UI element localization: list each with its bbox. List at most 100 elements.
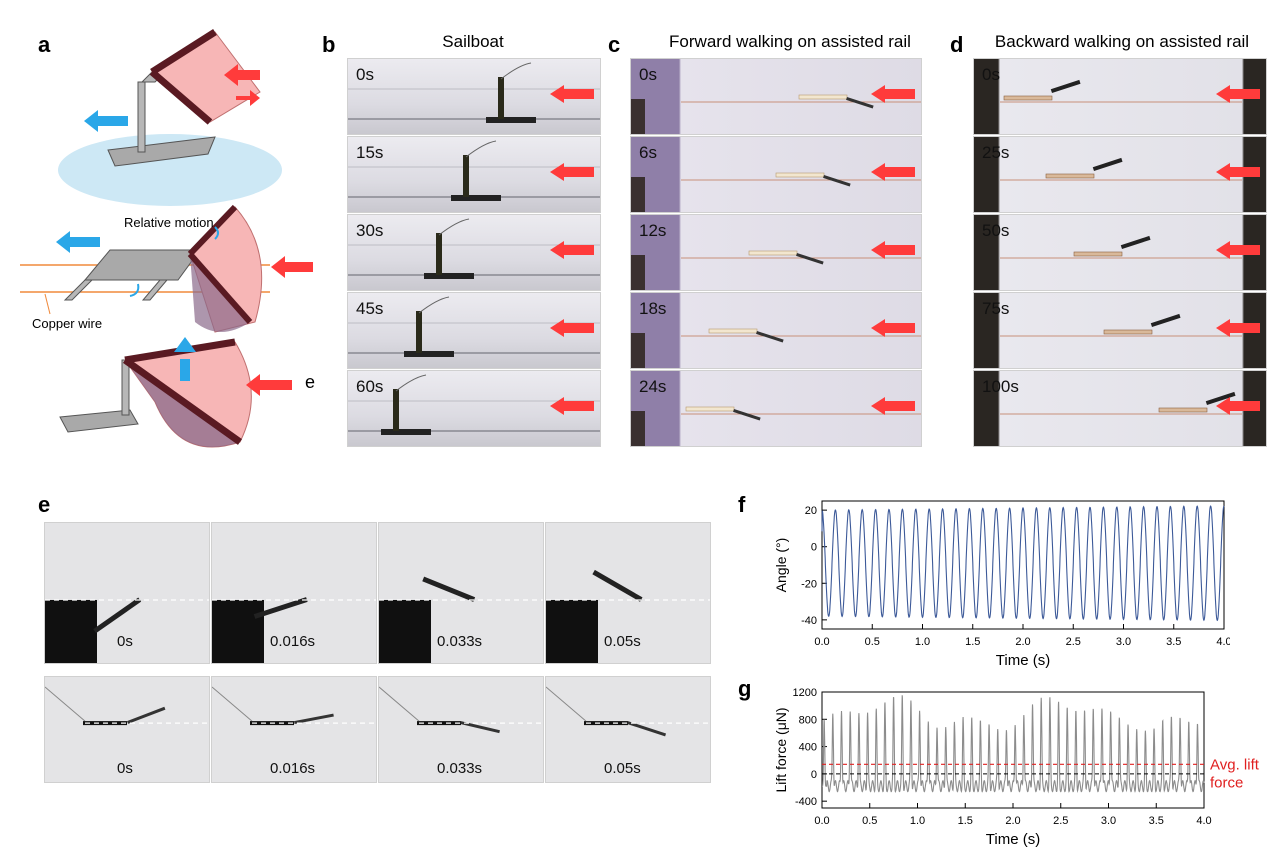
panel-label-b: b	[322, 32, 336, 57]
video-frame: 6s	[630, 136, 922, 213]
x-tick-label: 1.0	[910, 815, 925, 827]
panel-label-g: g	[738, 676, 752, 701]
copper-wire-pointer	[44, 293, 51, 315]
copper-wire-label: Copper wire	[32, 316, 103, 331]
air-flow-arrow	[550, 319, 594, 342]
relative-motion-arrow	[129, 283, 140, 297]
panel-label-a: a	[38, 32, 51, 57]
x-tick-label: 4.0	[1196, 815, 1211, 827]
high-speed-frame: 0s	[44, 522, 210, 664]
air-flow-arrow	[871, 319, 915, 342]
air-flow-arrow	[1216, 163, 1260, 186]
sail-frame	[150, 29, 217, 75]
plot-frame	[821, 500, 1225, 630]
x-tick-label: 1.0	[915, 636, 930, 648]
air-flow-arrow	[871, 85, 915, 108]
walker-body	[83, 249, 201, 281]
x-axis-label: Time (s)	[996, 652, 1050, 669]
panel-a-sketches	[20, 29, 313, 448]
video-frame: 25s	[973, 136, 1267, 213]
video-frame: 75s	[973, 292, 1267, 369]
series-line	[821, 695, 1205, 794]
wing-frame	[122, 357, 243, 445]
panel-label-c: c	[608, 32, 621, 57]
frame-time-label: 0s	[639, 65, 657, 84]
video-frame: 12s	[630, 214, 922, 291]
y-tick-label: -400	[795, 796, 817, 808]
x-tick-label: 3.5	[1149, 815, 1164, 827]
average-label: Avg. lift	[1210, 756, 1260, 773]
video-frame: 18s	[630, 292, 922, 369]
boat-mast	[137, 81, 146, 153]
walker-leg	[63, 279, 94, 301]
video-frame: 15s	[347, 136, 601, 213]
frame-time-label: 30s	[356, 221, 384, 240]
high-speed-frame: 0.016s	[211, 522, 377, 664]
y-tick-label: -20	[801, 578, 817, 590]
air-flow-arrow	[1216, 241, 1260, 264]
frame-time-label: 0.05s	[604, 760, 641, 777]
y-axis-label: Lift force (μN)	[773, 707, 789, 792]
x-tick-label: 0.0	[814, 636, 829, 648]
x-tick-label: 1.5	[965, 636, 980, 648]
frame-time-label: 0.016s	[270, 633, 316, 650]
air-arrow	[224, 64, 260, 86]
air-flow-arrow	[1216, 319, 1260, 342]
high-speed-frame: 0.016s	[211, 676, 377, 783]
air-flow-arrow	[550, 85, 594, 108]
frame-time-label: 12s	[639, 221, 667, 240]
video-frame: 24s	[630, 370, 922, 447]
sail-frame	[149, 69, 213, 125]
relative-motion-label: Relative motion	[124, 215, 214, 230]
frame-time-label: 18s	[639, 299, 667, 318]
relative-motion-arrow	[214, 226, 219, 240]
lift-arrow	[174, 337, 196, 381]
frame-time-label: 24s	[639, 377, 667, 396]
y-tick-label: -40	[801, 615, 817, 627]
stand-base	[59, 409, 139, 433]
x-tick-label: 0.5	[865, 636, 880, 648]
video-frame: 50s	[973, 214, 1267, 291]
x-tick-label: 2.5	[1053, 815, 1068, 827]
air-flow-arrow	[1216, 397, 1260, 420]
x-tick-label: 3.0	[1101, 815, 1116, 827]
motion-arrow	[56, 231, 100, 253]
high-speed-frame: 0.033s	[378, 522, 544, 664]
y-tick-label: 400	[799, 742, 817, 754]
wing-frame	[187, 252, 253, 324]
x-axis-label: Time (s)	[986, 831, 1040, 848]
frame-time-label: 6s	[639, 143, 657, 162]
frame-time-label: 75s	[982, 299, 1010, 318]
video-frame: 0s	[347, 58, 601, 135]
x-tick-label: 0.5	[862, 815, 877, 827]
average-label: force	[1210, 774, 1243, 791]
video-frame: 0s	[973, 58, 1267, 135]
video-frame: 45s	[347, 292, 601, 369]
panel-c-title: Forward walking on assisted rail	[669, 32, 911, 51]
air-arrow	[246, 374, 292, 396]
frame-time-label: 0.05s	[604, 633, 641, 650]
frame-time-label: 0s	[982, 65, 1000, 84]
high-speed-frame: 0.05s	[545, 676, 711, 783]
panel-d-title: Backward walking on assisted rail	[994, 32, 1250, 51]
stand-post	[121, 359, 130, 416]
x-tick-label: 3.5	[1166, 636, 1181, 648]
high-speed-frame: 0s	[44, 676, 210, 783]
x-tick-label: 0.0	[814, 815, 829, 827]
y-tick-label: 800	[799, 714, 817, 726]
air-flow-arrow	[871, 397, 915, 420]
high-speed-frame: 0.05s	[545, 522, 711, 664]
frame-time-label: 0.033s	[437, 760, 483, 777]
panel-label-d: d	[950, 32, 964, 57]
boat-hull	[107, 136, 216, 167]
frame-time-label: 0.016s	[270, 760, 316, 777]
y-tick-label: 20	[805, 505, 817, 517]
air-arrow	[271, 256, 313, 278]
stray-label-e: e	[305, 372, 316, 392]
panel-label-e: e	[38, 492, 51, 517]
frame-time-label: 0s	[356, 65, 374, 84]
video-frame: 60s	[347, 370, 601, 447]
frame-time-label: 15s	[356, 143, 384, 162]
y-axis-label: Angle (°)	[773, 538, 789, 593]
panel-label-f: f	[738, 492, 746, 517]
